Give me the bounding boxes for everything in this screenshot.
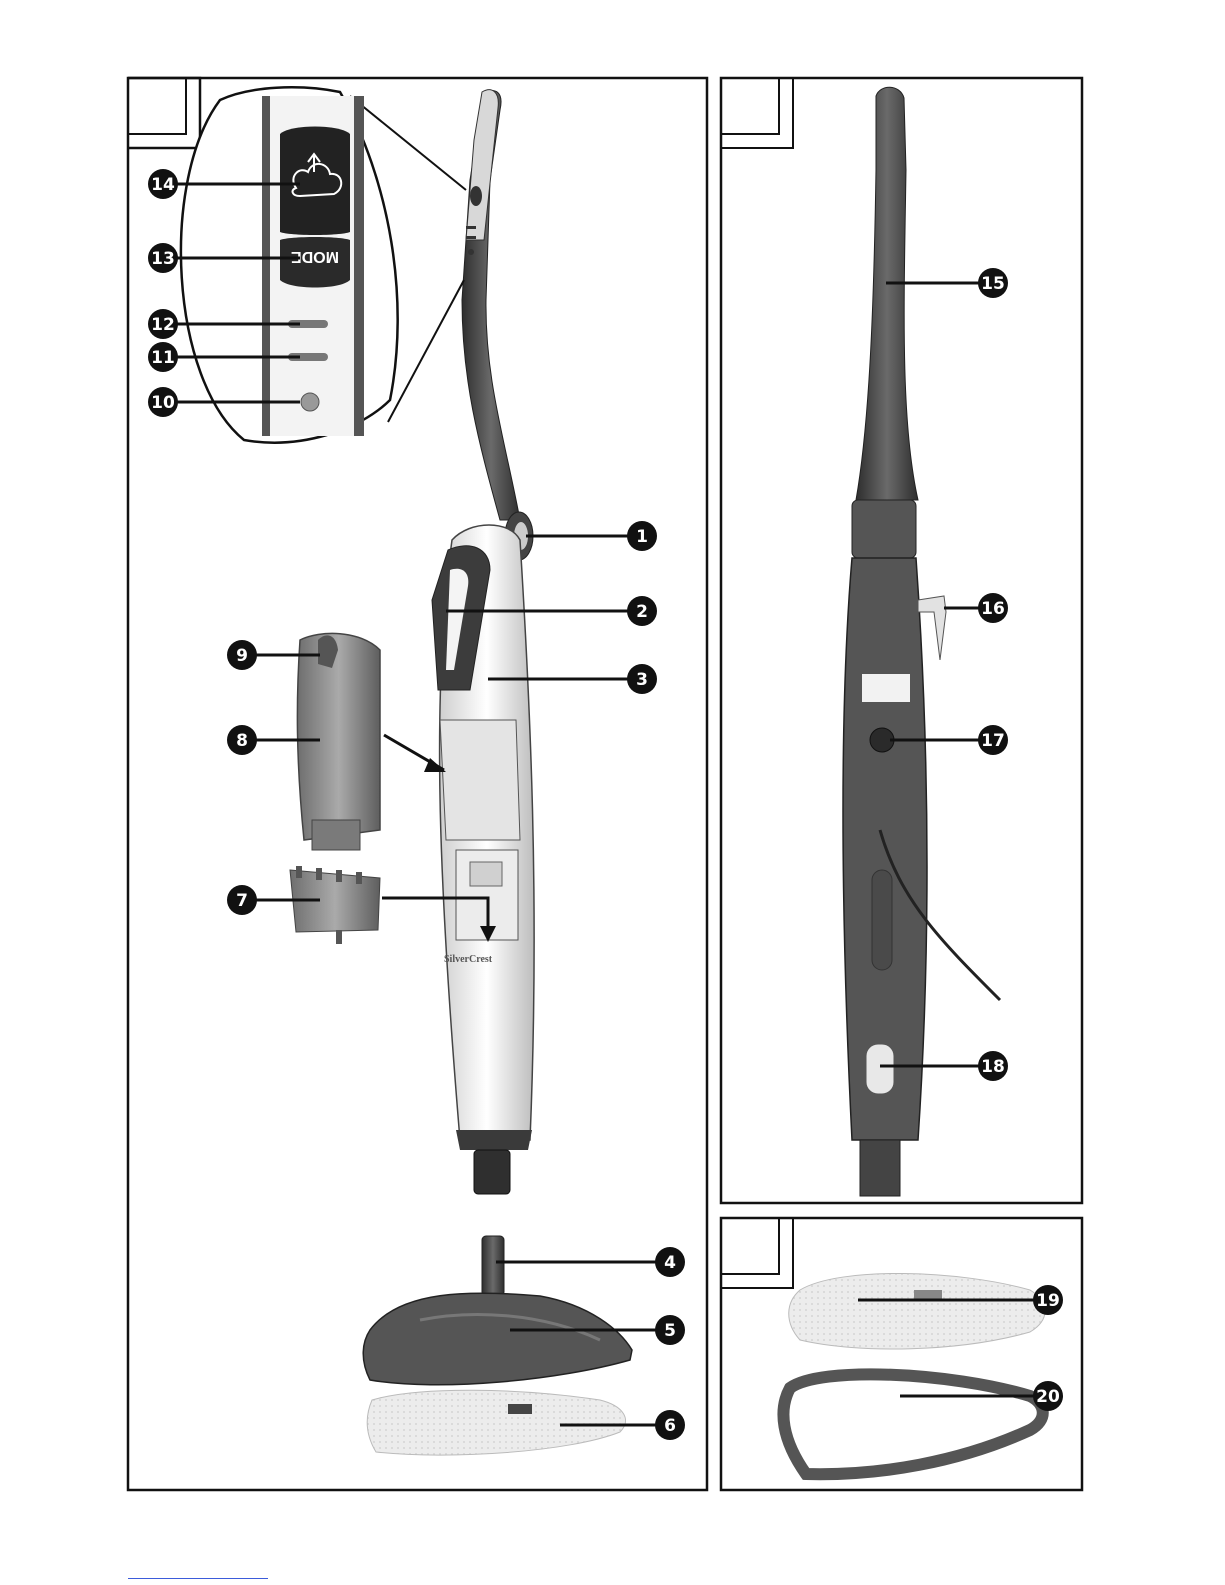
callout-number-15: 15 bbox=[981, 274, 1005, 294]
swivel-joint bbox=[482, 1236, 504, 1296]
back-collar bbox=[852, 500, 916, 558]
panel-main-corner-box bbox=[128, 78, 186, 134]
cleaning-pad bbox=[367, 1390, 625, 1455]
power-indicator-10 bbox=[301, 393, 319, 411]
callout-number-18: 18 bbox=[981, 1057, 1005, 1077]
brand-label: SilverCrest bbox=[444, 954, 493, 965]
callout-1: 1 bbox=[526, 521, 657, 551]
callout-number-17: 17 bbox=[981, 731, 1005, 751]
handle-grip-top bbox=[466, 90, 498, 240]
callout-number-9: 9 bbox=[236, 646, 248, 666]
panel-back-corner-box bbox=[721, 78, 779, 134]
callout-number-19: 19 bbox=[1036, 1291, 1060, 1311]
callout-number-1: 1 bbox=[636, 527, 648, 547]
callout-number-4: 4 bbox=[664, 1253, 676, 1273]
callout-number-20: 20 bbox=[1036, 1387, 1060, 1407]
pad-19 bbox=[789, 1273, 1045, 1349]
callout-number-3: 3 bbox=[636, 670, 648, 690]
panel-pads-frame bbox=[721, 1218, 1082, 1490]
callout-4: 4 bbox=[496, 1247, 685, 1277]
callout-number-16: 16 bbox=[981, 599, 1005, 619]
callout-16: 16 bbox=[944, 593, 1008, 623]
pads-view bbox=[783, 1273, 1045, 1474]
callout-number-13: 13 bbox=[151, 249, 175, 269]
tank-slot bbox=[440, 720, 520, 840]
callout-number-8: 8 bbox=[236, 731, 248, 751]
footer-link-underline bbox=[128, 1578, 268, 1579]
mop-back-view bbox=[843, 87, 1000, 1196]
callout-number-5: 5 bbox=[664, 1321, 676, 1341]
back-handle bbox=[856, 87, 918, 500]
callout-number-7: 7 bbox=[236, 891, 248, 911]
callout-number-11: 11 bbox=[151, 348, 175, 368]
panel-main-tab bbox=[128, 78, 200, 148]
callout-number-2: 2 bbox=[636, 602, 648, 622]
callout-number-6: 6 bbox=[664, 1416, 676, 1436]
control-panel-zoom: MODE bbox=[181, 87, 466, 442]
pad-frame-20 bbox=[783, 1374, 1042, 1474]
callout-number-10: 10 bbox=[151, 393, 175, 413]
callout-number-14: 14 bbox=[151, 175, 175, 195]
floor-head bbox=[363, 1293, 632, 1385]
panel-pads-corner-box bbox=[721, 1218, 779, 1274]
callout-number-12: 12 bbox=[151, 315, 175, 335]
release-button-18 bbox=[866, 1044, 894, 1094]
steam-button bbox=[280, 127, 350, 236]
water-tank bbox=[297, 633, 380, 840]
body-connector bbox=[474, 1150, 510, 1194]
